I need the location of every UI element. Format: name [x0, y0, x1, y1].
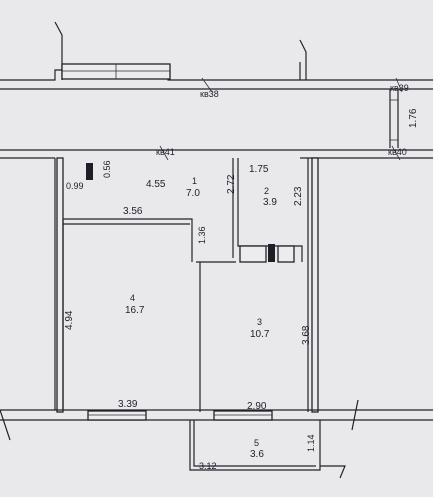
- dim-223: 2.23: [293, 186, 304, 206]
- apartment-walls: [0, 157, 433, 479]
- room-4-number: 4: [130, 293, 135, 303]
- room-3-number: 3: [257, 317, 262, 327]
- dim-175: 1.75: [249, 164, 269, 175]
- dimension-marks: [159, 77, 403, 161]
- room-2: 2 3.9: [263, 186, 277, 208]
- room-4: 4 16.7: [125, 293, 145, 316]
- room-3: 3 10.7: [250, 317, 270, 340]
- room-5-number: 5: [254, 438, 259, 448]
- label-lower-left: кв41: [156, 147, 175, 157]
- room-1: 1 7.0: [186, 176, 200, 199]
- corridor-walls: [0, 21, 433, 412]
- room-1-area: 7.0: [186, 188, 200, 199]
- room-5-area: 3.6: [250, 449, 264, 460]
- room-2-area: 3.9: [263, 197, 277, 208]
- room-4-area: 16.7: [125, 305, 145, 316]
- dim-290: 2.90: [247, 401, 267, 412]
- dim-339: 3.39: [118, 399, 138, 410]
- label-corridor-width: 1.76: [408, 108, 419, 128]
- label-top-corridor: кв38: [200, 89, 219, 99]
- dim-114: 1.14: [306, 434, 316, 452]
- dim-136: 1.36: [197, 226, 207, 244]
- dim-455: 4.55: [146, 179, 166, 190]
- dim-099: 0.99: [66, 181, 84, 191]
- dim-272: 2.72: [226, 174, 237, 194]
- dim-056: 0.56: [102, 160, 112, 178]
- room-1-number: 1: [192, 176, 197, 186]
- label-lower-right: кв40: [388, 147, 407, 157]
- dim-494: 4.94: [64, 310, 75, 330]
- room-3-area: 10.7: [250, 329, 270, 340]
- room-5: 5 3.6: [250, 438, 264, 460]
- dim-356: 3.56: [123, 206, 143, 217]
- label-right-corridor: кв39: [390, 83, 409, 93]
- dim-368: 3.68: [301, 325, 312, 345]
- room-2-number: 2: [264, 186, 269, 196]
- dim-312: 3.12: [199, 461, 217, 471]
